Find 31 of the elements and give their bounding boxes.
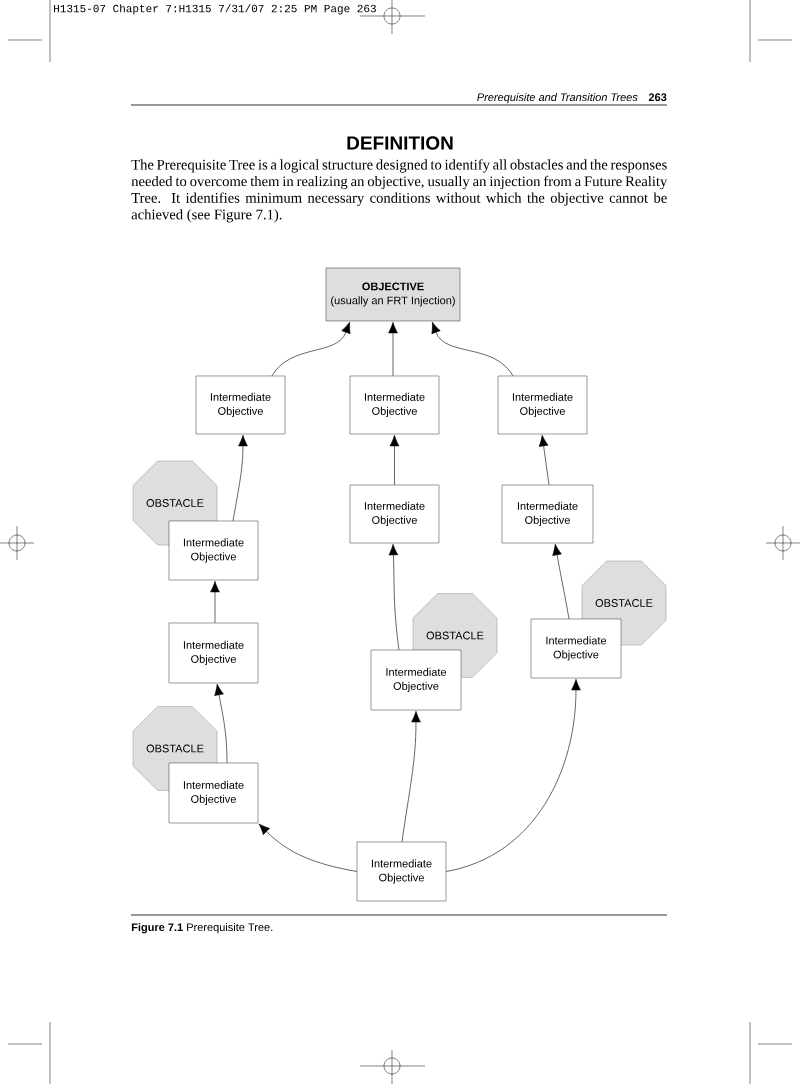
running-head: Prerequisite and Transition Trees — [477, 93, 638, 104]
arrow — [445, 679, 581, 872]
objective-box: Intermediate Objective — [349, 375, 440, 435]
arrow — [552, 544, 570, 620]
arrow — [258, 823, 358, 872]
objective-box: OBJECTIVE (usually an FRT Injection) — [325, 267, 461, 322]
objective-box: Intermediate Objective — [168, 622, 259, 684]
page-number: 263 — [648, 93, 667, 102]
objective-box: Intermediate Objective — [530, 618, 622, 679]
objective-box: Intermediate Objective — [349, 484, 440, 544]
print-header: H1315-07 Chapter 7:H1315 7/31/07 2:25 PM Page 263 — [54, 4, 376, 15]
arrow — [271, 321, 351, 377]
arrow — [210, 581, 220, 624]
objective-box: Intermediate Objective — [195, 375, 286, 435]
arrow — [214, 684, 228, 764]
objective-box: Intermediate Objective — [168, 762, 259, 824]
arrow — [388, 322, 398, 377]
objective-box: Intermediate Objective — [501, 484, 594, 544]
heading: DEFINITION — [347, 136, 453, 150]
arrow — [389, 435, 400, 486]
objective-box: Intermediate Objective — [497, 375, 588, 435]
paragraph: The Prerequisite Tree is a logical structure designed to identify all obstacles and the responses needed to overcome them in realizing an objective, usually an injection from a Future Reality Tree. It identifies minimum necessary conditions without which the objective cannot be achieved (see Figure 7.1). — [131, 159, 668, 223]
arrow — [401, 711, 421, 843]
arrow — [232, 435, 248, 522]
arrow — [431, 321, 514, 377]
arrow — [388, 544, 400, 651]
arrow — [538, 435, 550, 486]
objective-box: Intermediate Objective — [168, 520, 259, 581]
objective-box: Intermediate Objective — [370, 649, 462, 711]
objective-box: Intermediate Objective — [356, 841, 447, 902]
figure-caption: Figure 7.1 Prerequisite Tree. — [131, 923, 273, 934]
